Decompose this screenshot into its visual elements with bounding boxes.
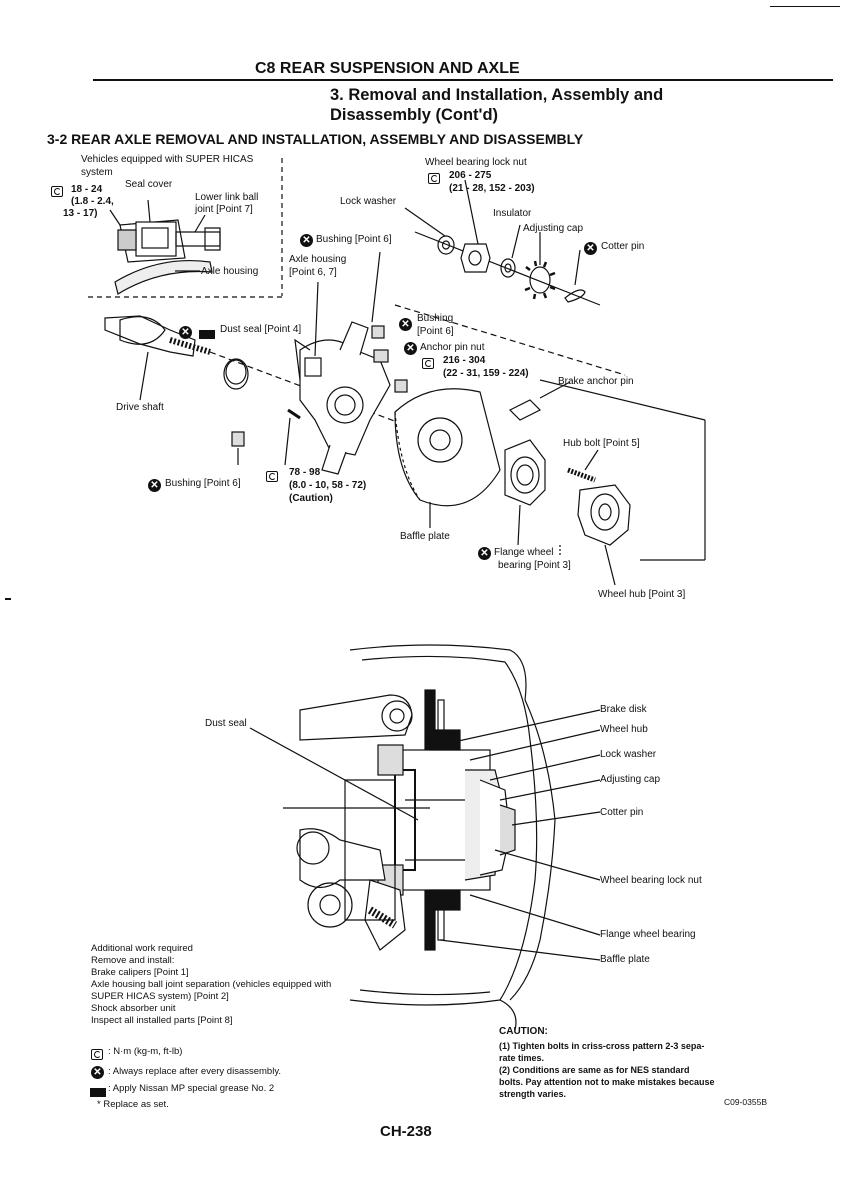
sv-dust-seal-label: Dust seal <box>205 718 247 729</box>
dust-seal-point4-label: Dust seal [Point 4] <box>220 324 302 335</box>
grease-icon <box>90 1084 106 1102</box>
caution-line1: (1) Tighten bolts in criss-cross pattern… <box>499 1041 705 1051</box>
torque-icon <box>428 170 440 188</box>
axle-housing-label-2: [Point 6, 7] <box>289 267 337 278</box>
replace-icon: ✕ <box>399 316 412 334</box>
bushing-right-label-2: [Point 6] <box>417 326 454 337</box>
torque-icon <box>91 1046 103 1064</box>
inset-torque-3: 13 - 17) <box>63 208 98 219</box>
lower-link-label-2: joint [Point 7] <box>195 204 253 215</box>
torque-icon <box>51 183 63 201</box>
drive-shaft-label: Drive shaft <box>116 402 164 413</box>
notes-line1: Additional work required <box>91 943 193 954</box>
caution-title: CAUTION: <box>499 1026 548 1037</box>
flange-wheel-label-1: Flange wheel <box>494 547 554 558</box>
insulator-label: Insulator <box>493 208 532 219</box>
adjusting-cap-label: Adjusting cap <box>523 223 584 234</box>
anchor-torque-2: (22 - 31, 159 - 224) <box>443 368 529 379</box>
notes-line5: SUPER HICAS system) [Point 2] <box>91 991 229 1002</box>
page-number: CH-238 <box>380 1123 432 1140</box>
inset-axle-housing-label: Axle housing <box>201 266 259 277</box>
figure-code: C09-0355B <box>724 1097 768 1107</box>
bottom-torque-2: (8.0 - 10, 58 - 72) <box>289 480 367 491</box>
inset-title-line1: Vehicles equipped with SUPER HICAS <box>81 154 254 165</box>
replace-icon: ✕ <box>584 240 597 258</box>
replace-icon: ✕ <box>404 340 417 358</box>
replace-icon: ✕ <box>300 232 313 250</box>
legend-grease: : Apply Nissan MP special grease No. 2 <box>108 1083 275 1094</box>
inset-torque-1: 18 - 24 <box>71 184 103 195</box>
flange-wheel-label-2: bearing [Point 3] <box>498 560 571 571</box>
caution-line5: strength varies. <box>499 1089 567 1099</box>
hub-bolt-label: Hub bolt [Point 5] <box>563 438 640 449</box>
replace-icon: ✕ <box>478 545 491 563</box>
sv-lock-washer-label: Lock washer <box>600 749 657 760</box>
wbln-torque-1: 206 - 275 <box>449 170 492 181</box>
legend-torque: : N·m (kg-m, ft-lb) <box>108 1046 183 1057</box>
replace-icon: ✕ <box>91 1064 104 1082</box>
bottom-torque-1: 78 - 98 <box>289 467 321 478</box>
anchor-torque-1: 216 - 304 <box>443 355 486 366</box>
sv-flange-wheel-bearing-label: Flange wheel bearing <box>600 929 696 940</box>
lower-link-label-1: Lower link ball <box>195 192 259 203</box>
torque-icon <box>266 468 278 486</box>
sv-brake-disk-label: Brake disk <box>600 704 647 715</box>
notes-line3: Brake calipers [Point 1] <box>91 967 189 978</box>
bottom-torque-3: (Caution) <box>289 493 333 504</box>
torque-icon <box>422 355 434 373</box>
sv-baffle-plate-label: Baffle plate <box>600 954 650 965</box>
notes-line4: Axle housing ball joint separation (vehi… <box>91 979 332 990</box>
grease-icon <box>199 326 215 344</box>
caution-line3: (2) Conditions are same as for NES stand… <box>499 1065 690 1075</box>
replace-icon: ✕ <box>148 477 161 495</box>
baffle-plate-label: Baffle plate <box>400 531 450 542</box>
header-rule <box>93 79 833 81</box>
notes-line2: Remove and install: <box>91 955 175 966</box>
subsection-title: 3-2 REAR AXLE REMOVAL AND INSTALLATION, … <box>47 131 584 147</box>
cotter-pin-label: Cotter pin <box>601 241 645 252</box>
sv-cotter-pin-label: Cotter pin <box>600 807 644 818</box>
margin-mark <box>5 598 11 600</box>
sv-wheel-bearing-lock-nut-label: Wheel bearing lock nut <box>600 875 702 886</box>
bushing-bottom-label: Bushing [Point 6] <box>165 478 241 489</box>
wheel-bearing-lock-nut-label: Wheel bearing lock nut <box>425 157 527 168</box>
inset-torque-2: (1.8 - 2.4, <box>71 196 114 207</box>
inset-title-line2: system <box>81 167 113 178</box>
section-title-line1: 3. Removal and Installation, Assembly an… <box>330 86 664 104</box>
legend-replace: : Always replace after every disassembly… <box>108 1066 282 1077</box>
section-title-line2: Disassembly (Cont'd) <box>330 106 499 124</box>
wbln-torque-2: (21 - 28, 152 - 203) <box>449 183 535 194</box>
replace-icon: ✕ <box>179 324 192 342</box>
sv-adjusting-cap-label: Adjusting cap <box>600 774 661 785</box>
notes-line7: Inspect all installed parts [Point 8] <box>91 1015 233 1026</box>
sv-wheel-hub-label: Wheel hub <box>600 724 648 735</box>
legend-set: * Replace as set. <box>97 1099 169 1110</box>
margin-mark <box>770 6 840 7</box>
brake-anchor-pin-label: Brake anchor pin <box>558 376 634 387</box>
bushing-right-label-1: Bushing <box>417 313 454 324</box>
caution-line4: bolts. Pay attention not to make mistake… <box>499 1077 715 1087</box>
lock-washer-label: Lock washer <box>340 196 397 207</box>
bushing-top-label: Bushing [Point 6] <box>316 234 392 245</box>
anchor-pin-nut-label: Anchor pin nut <box>420 342 485 353</box>
notes-line6: Shock absorber unit <box>91 1003 176 1014</box>
chapter-title: C8 REAR SUSPENSION AND AXLE <box>255 60 520 77</box>
seal-cover-label: Seal cover <box>125 179 173 190</box>
axle-housing-label-1: Axle housing <box>289 254 347 265</box>
caution-line2: rate times. <box>499 1053 545 1063</box>
wheel-hub-point3-label: Wheel hub [Point 3] <box>598 589 686 600</box>
